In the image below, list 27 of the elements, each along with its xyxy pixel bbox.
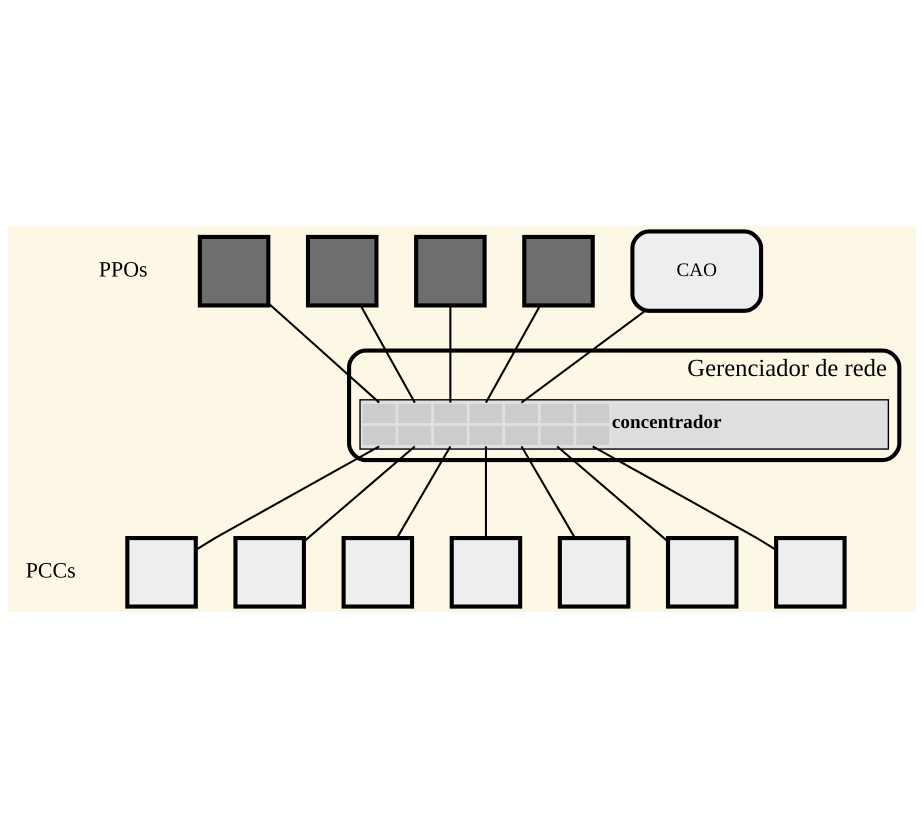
connector [485, 306, 541, 404]
node-box [450, 536, 522, 609]
connector [303, 446, 416, 542]
node-box [666, 536, 738, 609]
node-box: concentrador [359, 399, 890, 450]
connector [520, 310, 646, 404]
connector [449, 306, 452, 403]
node-box [233, 536, 306, 609]
node-box [558, 536, 630, 609]
connector [592, 445, 776, 550]
label: PPOs [98, 256, 148, 282]
node-box [198, 234, 270, 308]
node-box [125, 536, 198, 609]
connector [396, 446, 452, 538]
connector [268, 302, 380, 404]
connector [520, 446, 576, 538]
connector [360, 306, 416, 404]
label: PCCs [26, 558, 76, 583]
node-box [522, 234, 595, 308]
node-box [414, 234, 487, 308]
node-box [774, 536, 847, 609]
node-box: CAO [630, 229, 764, 313]
node-box [306, 234, 378, 308]
node-box [342, 536, 414, 609]
connector [484, 446, 487, 538]
connector [196, 445, 380, 550]
connector [556, 446, 668, 542]
